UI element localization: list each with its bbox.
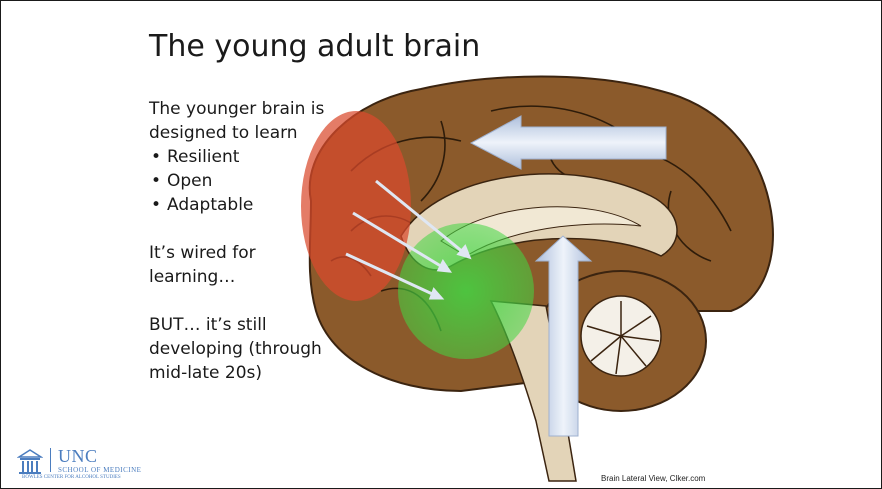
logo-school: SCHOOL OF MEDICINE <box>58 466 141 474</box>
unc-logo: UNC SCHOOL OF MEDICINE BOWLES CENTER FOR… <box>17 446 177 480</box>
limbic-highlight <box>398 223 534 359</box>
slide-title: The young adult brain <box>149 29 480 64</box>
logo-center: BOWLES CENTER FOR ALCOHOL STUDIES <box>22 475 121 480</box>
logo-unc: UNC <box>58 446 98 467</box>
prefrontal-highlight <box>301 111 411 301</box>
brain-illustration <box>291 61 881 486</box>
old-well-icon <box>17 448 43 476</box>
logo-separator <box>50 448 51 472</box>
image-credit: Brain Lateral View, Clker.com <box>601 474 705 483</box>
